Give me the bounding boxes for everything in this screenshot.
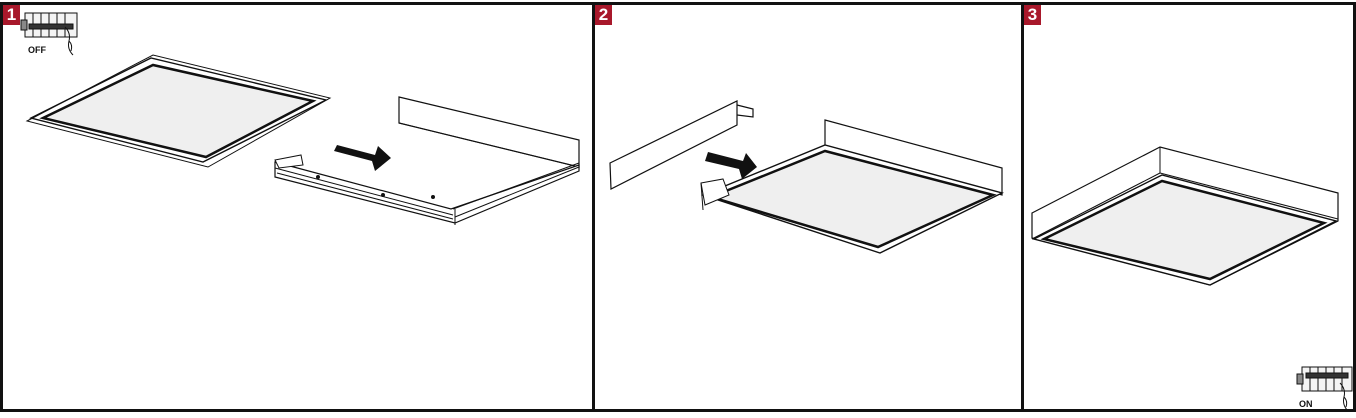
switch-on-label: ON bbox=[1299, 399, 1313, 409]
step-2-badge: 2 bbox=[595, 5, 612, 25]
surface-frame bbox=[274, 96, 580, 225]
surface-mounted-panel bbox=[1031, 146, 1339, 286]
step-1-illustration: OFF bbox=[20, 12, 580, 225]
frame-side-bar bbox=[609, 100, 754, 190]
hand-icon bbox=[64, 26, 74, 56]
switch-off-label: OFF bbox=[28, 45, 46, 55]
arrow-right-icon bbox=[705, 152, 757, 179]
step-1-badge: 1 bbox=[3, 5, 20, 25]
step-2-illustration bbox=[609, 100, 1004, 254]
breaker-switch-icon bbox=[1296, 366, 1353, 392]
installed-frame bbox=[700, 119, 1004, 254]
step-3-panel: 3 ON bbox=[1021, 2, 1356, 412]
step-3-illustration: ON bbox=[1031, 146, 1353, 409]
breaker-switch-icon bbox=[20, 12, 78, 38]
step-3-badge: 3 bbox=[1024, 5, 1041, 25]
hand-icon bbox=[1339, 382, 1348, 409]
step-2-panel: 2 bbox=[592, 2, 1024, 412]
arrow-right-icon bbox=[334, 145, 391, 171]
step-1-panel: 1 OFF bbox=[0, 2, 595, 412]
led-panel bbox=[25, 54, 332, 168]
